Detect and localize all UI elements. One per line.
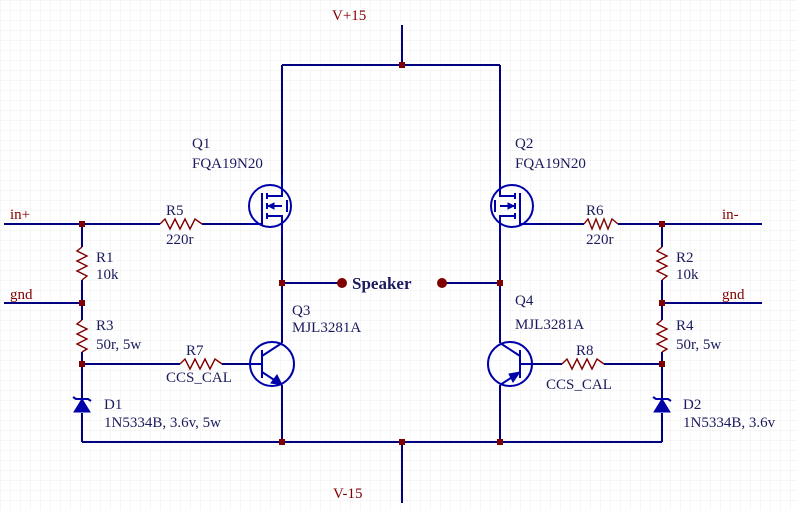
r1-value: 10k — [96, 267, 119, 283]
q2-part: FQA19N20 — [515, 156, 586, 172]
net-label-vminus: V-15 — [333, 486, 362, 502]
net-label-gnd-left: gnd — [10, 287, 33, 303]
r8-value: CCS_CAL — [546, 377, 612, 393]
resistor-r7 — [179, 357, 223, 371]
resistor-r8 — [561, 357, 605, 371]
r8-ref: R8 — [576, 343, 594, 359]
resistor-r1 — [75, 246, 89, 281]
net-label-vplus: V+15 — [332, 8, 366, 24]
q4-part: MJL3281A — [515, 317, 584, 333]
d1-value: 1N5334B, 3.6v, 5w — [104, 415, 221, 431]
r6-value: 220r — [586, 232, 614, 248]
r4-value: 50r, 5w — [676, 337, 721, 353]
q4-ref: Q4 — [515, 293, 534, 309]
d2-value: 1N5334B, 3.6v — [683, 415, 776, 431]
r5-ref: R5 — [166, 203, 184, 219]
resistor-r2 — [655, 246, 669, 281]
mosfet-q1 — [248, 175, 292, 235]
q1-ref: Q1 — [192, 136, 210, 152]
r2-value: 10k — [676, 267, 699, 283]
r4-ref: R4 — [676, 318, 694, 334]
resistor-r6 — [583, 217, 619, 231]
r7-value: CCS_CAL — [166, 370, 232, 386]
q3-ref: Q3 — [292, 303, 310, 319]
d2-ref: D2 — [683, 397, 701, 413]
junctions — [79, 62, 665, 445]
r2-ref: R2 — [676, 250, 694, 266]
speaker-terminal-left — [337, 278, 347, 288]
r3-value: 50r, 5w — [96, 337, 141, 353]
r3-ref: R3 — [96, 318, 114, 334]
net-label-in-minus: in- — [722, 207, 739, 223]
r1-ref: R1 — [96, 250, 114, 266]
wires — [4, 25, 762, 503]
r7-ref: R7 — [186, 343, 204, 359]
net-label-in-plus: in+ — [10, 207, 30, 223]
q1-part: FQA19N20 — [192, 156, 263, 172]
resistor-r5 — [159, 217, 203, 231]
zener-diode-d2 — [652, 396, 672, 413]
q3-part: MJL3281A — [292, 320, 361, 336]
zener-diode-d1 — [72, 396, 92, 413]
resistor-r3 — [75, 319, 89, 353]
net-label-gnd-right: gnd — [722, 287, 745, 303]
mosfet-q2 — [490, 175, 534, 235]
r6-ref: R6 — [586, 203, 604, 219]
bjt-q4 — [487, 341, 533, 387]
d1-ref: D1 — [104, 397, 122, 413]
r5-value: 220r — [166, 232, 194, 248]
speaker-label: Speaker — [352, 274, 412, 293]
speaker-terminal-right — [437, 278, 447, 288]
q2-ref: Q2 — [515, 136, 533, 152]
resistor-r4 — [655, 319, 669, 353]
bjt-q3 — [248, 341, 295, 387]
